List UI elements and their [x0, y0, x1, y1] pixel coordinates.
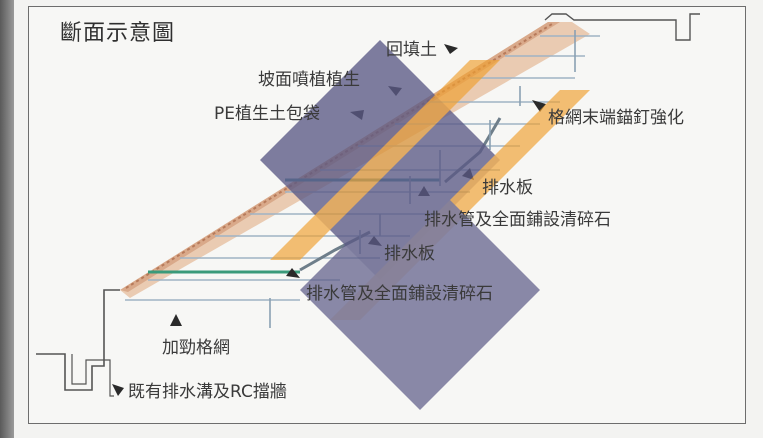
label-drain-board-lower: 排水板: [384, 244, 435, 264]
label-drain-pipe-lower: 排水管及全面鋪設清碎石: [306, 284, 493, 304]
label-anchor: 格網末端錨釘強化: [548, 108, 684, 128]
diagram-title: 斷面示意圖: [60, 21, 176, 46]
rc-wall-inner: [71, 354, 114, 397]
label-pe-bag: PE植生土包袋: [214, 104, 320, 124]
label-slope-spray: 坡面噴植植生: [258, 70, 360, 90]
left-edge-strip: [0, 0, 14, 438]
label-drain-board-upper: 排水板: [482, 178, 533, 198]
label-backfill: 回填土: [386, 40, 437, 60]
rc-retaining-wall: [36, 289, 120, 391]
label-existing-wall: 既有排水溝及RC擋牆: [128, 382, 287, 402]
watermark-logo: [260, 40, 590, 410]
crest-ditch: [544, 13, 700, 41]
label-drain-pipe-upper: 排水管及全面鋪設清碎石: [424, 210, 611, 230]
label-geogrid: 加勁格網: [162, 338, 230, 358]
